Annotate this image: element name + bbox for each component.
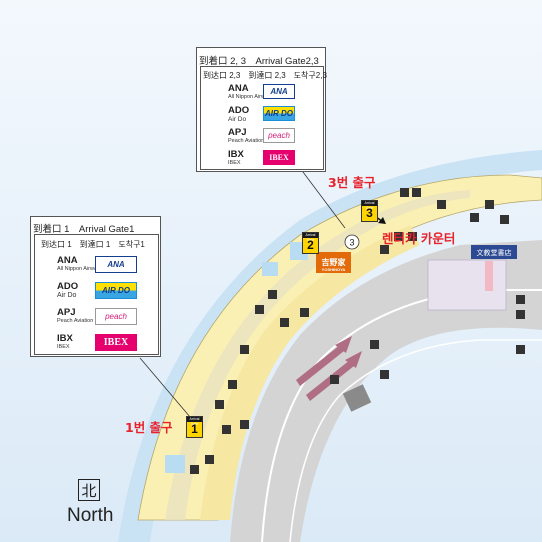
airline-row: ADO Air Do AIR DO	[201, 104, 323, 126]
airline-code: ADO	[57, 281, 79, 292]
airline-name: Air Do	[228, 116, 247, 123]
peach-logo: peach	[263, 128, 295, 143]
airline-row: IBX IBEX IBEX	[35, 331, 158, 357]
callout-inner-box: 到达口 1 到達口 1 도착구1 ANA All Nippon Airways …	[34, 234, 159, 355]
airline-row: IBX IBEX IBEX	[201, 148, 323, 170]
marker-circle-3	[344, 234, 360, 250]
airline-name: All Nippon Airways	[57, 266, 103, 272]
bookstore-label: 文教堂書店	[477, 248, 512, 257]
callout-subheader: 到达口 1 到達口 1 도착구1	[41, 240, 145, 249]
yoshinoya-en: YOSHINOYA	[322, 267, 346, 272]
arrival-gate-2-sign: Arrival Gate 2	[302, 232, 319, 254]
airline-code: ANA	[228, 83, 249, 94]
ana-logo: ANA	[95, 256, 137, 273]
airline-row: ADO Air Do AIR DO	[35, 279, 158, 305]
rental-car-counter-label: 렌터카 카운터	[382, 231, 456, 246]
marker-circle-3-label: 3	[349, 238, 354, 248]
pink-tower	[485, 261, 493, 291]
airline-code: ADO	[228, 105, 250, 116]
north-compass-icon: 北	[78, 479, 100, 501]
ibex-logo: IBEX	[263, 150, 295, 165]
airline-row: APJ Peach Aviation peach	[35, 305, 158, 331]
yoshinoya-jp: 吉野家	[322, 257, 347, 267]
road-divider-2	[289, 339, 542, 542]
airline-row: APJ Peach Aviation peach	[201, 126, 323, 148]
arrival-gate-1-callout: 到着口 1 Arrival Gate1 到达口 1 到達口 1 도착구1 ANA…	[30, 216, 161, 357]
building-block-right	[427, 259, 507, 311]
arrival-hall	[200, 225, 420, 520]
air-do-logo: AIR DO	[95, 282, 137, 299]
leader-line-gate23	[299, 167, 346, 229]
stairs-area	[342, 384, 372, 412]
exit3-arrowhead	[378, 217, 386, 224]
airline-name: IBEX	[57, 344, 70, 350]
exit-1-label: 1번 출구	[125, 420, 173, 435]
arrival-gate-1-sign: Arrival Gate 1	[186, 416, 203, 438]
exit-3-label: 3번 출구	[328, 175, 376, 190]
airline-row: ANA All Nippon Airways ANA	[35, 253, 158, 279]
arrival-gate-2-3-callout: 到着口 2, 3 Arrival Gate2,3 到达口 2,3 到達口 2,3…	[196, 47, 327, 172]
airline-code: APJ	[57, 307, 76, 318]
airline-code: APJ	[228, 127, 247, 138]
yoshinoya-sign	[316, 252, 351, 273]
airline-name: Peach Aviation	[228, 138, 265, 144]
airline-name: All Nippon Airways	[228, 94, 274, 100]
lounge-area-1	[262, 262, 278, 276]
airline-code: IBX	[57, 333, 73, 344]
ibex-logo: IBEX	[95, 334, 137, 351]
gate-number: 2	[303, 238, 318, 253]
gate-number: 1	[187, 422, 202, 437]
airline-name: IBEX	[228, 160, 241, 166]
callout-header: 到着口 2, 3 Arrival Gate2,3	[199, 56, 319, 67]
airline-row: ANA All Nippon Airways ANA	[201, 82, 323, 104]
callout-inner-box: 到达口 2,3 到達口 2,3 도착구2,3 ANA All Nippon Ai…	[200, 66, 327, 170]
facility-icons	[190, 188, 525, 474]
ana-logo: ANA	[263, 84, 295, 99]
gate-number: 3	[362, 206, 377, 221]
airline-code: IBX	[228, 149, 244, 160]
roadway	[230, 240, 542, 542]
peach-logo: peach	[95, 308, 137, 325]
leader-line-gate1	[139, 357, 197, 425]
airline-name: Air Do	[57, 292, 77, 299]
airline-code: ANA	[57, 255, 78, 266]
airline-name: Peach Aviation	[57, 318, 94, 324]
arrival-gate-3-sign: Arrival Gate 3	[361, 200, 378, 222]
north-label: North	[67, 505, 114, 526]
bookstore-sign	[471, 245, 517, 259]
lounge-area-3	[165, 455, 185, 473]
callout-header: 到着口 1 Arrival Gate1	[33, 224, 135, 235]
air-do-logo: AIR DO	[263, 106, 295, 121]
callout-subheader: 到达口 2,3 到達口 2,3 도착구2,3	[203, 71, 327, 80]
